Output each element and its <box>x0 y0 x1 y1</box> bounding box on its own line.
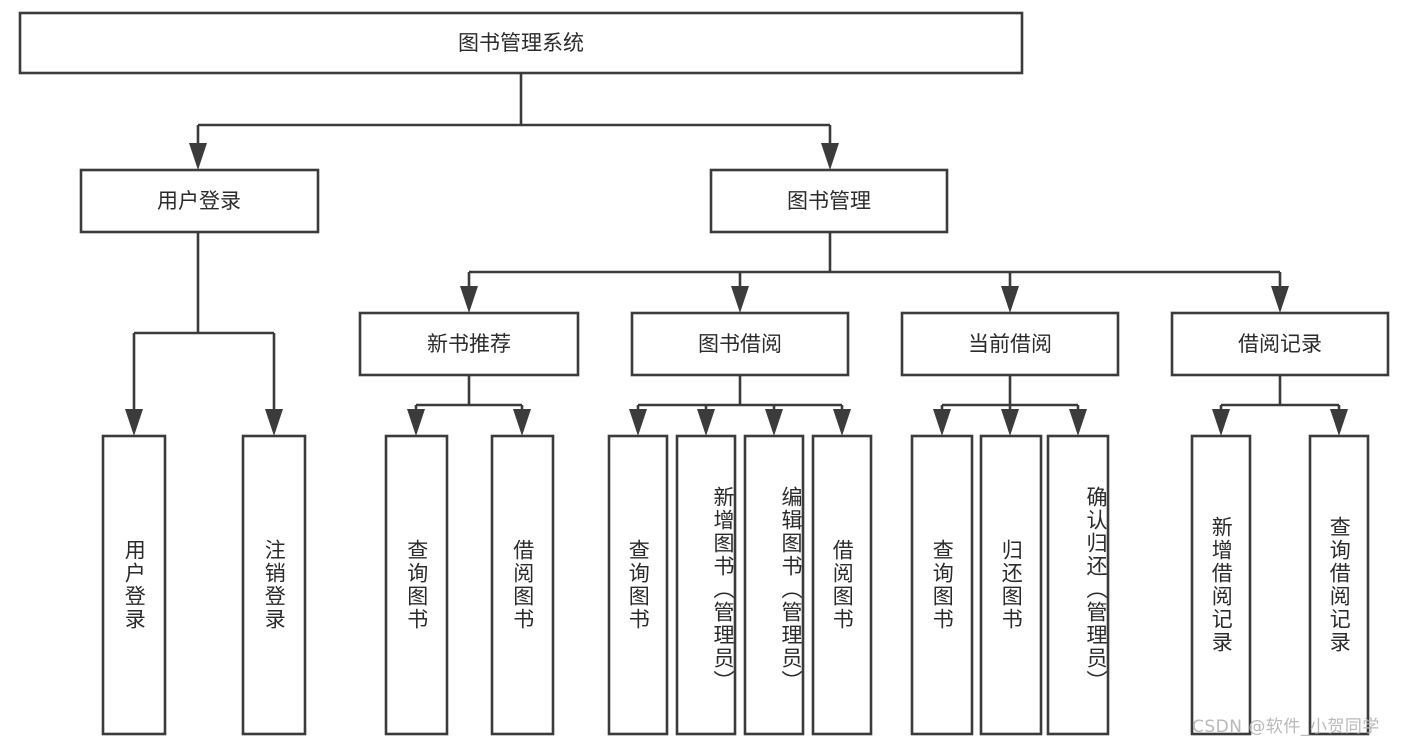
connector-group-borrow-records-to-leaves <box>1212 375 1348 436</box>
node-box-root[interactable] <box>18 11 1024 75</box>
node-box-book-manage[interactable] <box>709 168 949 234</box>
connector-group-user-login-to-leaves <box>125 232 283 436</box>
connector-group-new-book-to-leaves <box>407 375 531 436</box>
node-box-leaf-ul-2[interactable] <box>241 434 307 736</box>
node-label-borrow-records: 借阅记录 <box>1238 332 1322 356</box>
node-box-leaf-cb-1[interactable] <box>910 434 974 736</box>
node-box-leaf-bb-2[interactable] <box>675 434 737 736</box>
node-label-current-borrow: 当前借阅 <box>968 332 1052 356</box>
node-box-leaf-bb-3[interactable] <box>743 434 805 736</box>
node-label-user-login: 用户登录 <box>157 189 241 213</box>
node-box-current-borrow[interactable] <box>900 311 1120 377</box>
arrowhead-ul-1 <box>125 409 143 436</box>
node-box-leaf-bb-1[interactable] <box>607 434 669 736</box>
node-box-new-book-recommend[interactable] <box>358 311 580 377</box>
node-box-leaf-cb-2[interactable] <box>979 434 1043 736</box>
arrowhead-l3-3 <box>1001 286 1019 313</box>
arrowhead-br-2 <box>1330 409 1348 436</box>
node-box-user-login[interactable] <box>79 168 320 234</box>
connector-group-book-borrow-to-leaves <box>629 375 851 436</box>
node-box-leaf-nb-2[interactable] <box>490 434 555 736</box>
node-box-leaf-cb-3[interactable] <box>1046 434 1110 736</box>
node-label-root: 图书管理系统 <box>458 31 584 55</box>
connector-group-current-borrow-to-leaves <box>933 375 1087 436</box>
node-label-book-borrow: 图书借阅 <box>698 332 782 356</box>
arrowhead-book-manage <box>821 143 839 170</box>
node-box-leaf-nb-1[interactable] <box>384 434 449 736</box>
arrowhead-user-login <box>189 143 207 170</box>
arrowhead-nb-1 <box>407 409 425 436</box>
node-label-new-book-recommend: 新书推荐 <box>427 332 511 356</box>
arrowhead-cb-3 <box>1069 409 1087 436</box>
arrowhead-cb-1 <box>933 409 951 436</box>
arrowhead-l3-1 <box>460 286 478 313</box>
arrowhead-l3-4 <box>1271 286 1289 313</box>
node-box-leaf-bb-4[interactable] <box>811 434 873 736</box>
arrowhead-cb-2 <box>1001 409 1019 436</box>
csdn-watermark: CSDN @软件_小贺同学 <box>1192 717 1380 737</box>
node-box-leaf-br-1[interactable] <box>1190 434 1252 736</box>
arrowhead-bb-4 <box>833 409 851 436</box>
arrowhead-ul-2 <box>265 409 283 436</box>
arrowhead-nb-2 <box>513 409 531 436</box>
arrowhead-bb-1 <box>629 409 647 436</box>
arrowhead-bb-2 <box>697 409 715 436</box>
connector-group-book-manage-to-level3 <box>460 232 1289 313</box>
node-box-borrow-records[interactable] <box>1170 311 1390 377</box>
arrowhead-bb-3 <box>765 409 783 436</box>
node-box-book-borrow[interactable] <box>630 311 850 377</box>
arrowhead-l3-2 <box>731 286 749 313</box>
node-box-leaf-br-2[interactable] <box>1308 434 1370 736</box>
connector-group-root-to-level2 <box>189 73 839 170</box>
arrowhead-br-1 <box>1212 409 1230 436</box>
node-label-book-manage: 图书管理 <box>787 189 871 213</box>
node-box-leaf-ul-1[interactable] <box>101 434 167 736</box>
